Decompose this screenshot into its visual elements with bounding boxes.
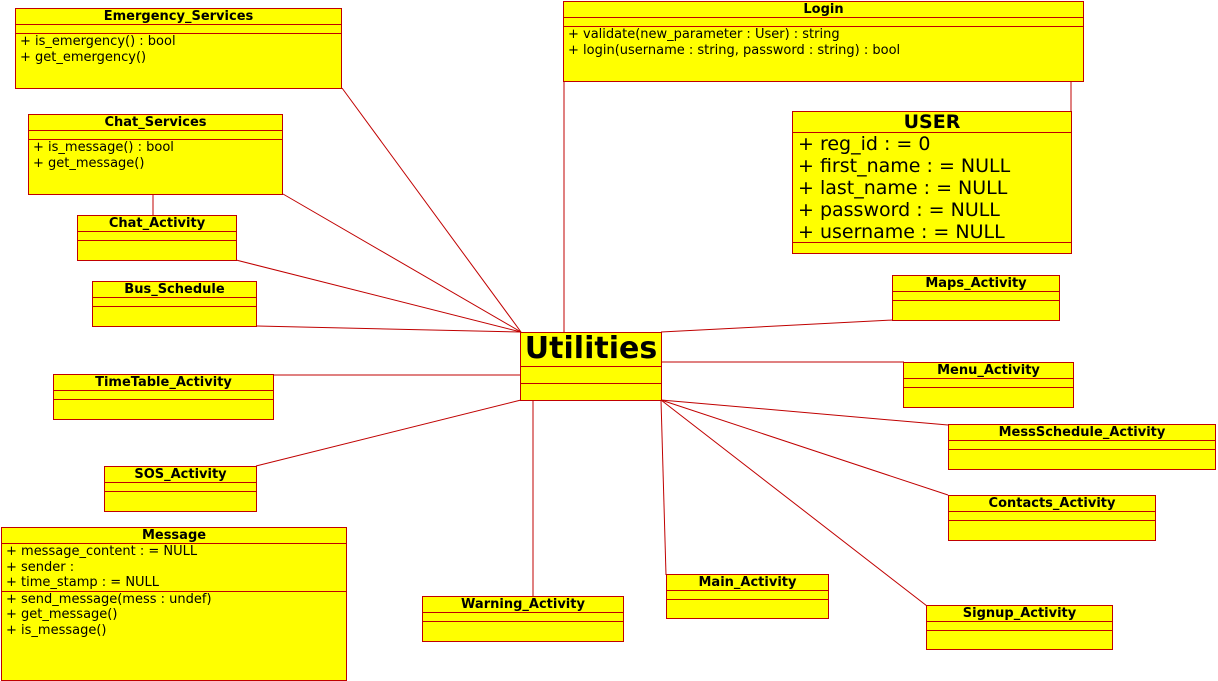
operation: + get_message() [33,155,145,171]
class-menu-activity: Menu_Activity [903,362,1074,408]
operation: + get_emergency() [20,49,147,65]
attributes-section [564,18,1083,27]
operation: + is_message() [6,622,107,638]
class-name: Utilities [521,333,661,367]
attributes-section [521,367,661,384]
attribute: + password : = NULL [798,199,1000,221]
class-utilities: Utilities [520,332,662,401]
operations-section: + validate(new_parameter : User) : strin… [564,27,1083,58]
attributes-section [29,131,282,140]
class-user: USER + reg_id : = 0 + first_name : = NUL… [792,111,1072,254]
attribute: + last_name : = NULL [798,177,1008,199]
assoc-utilities-bus-schedule [256,325,522,333]
class-name: Menu_Activity [904,363,1073,379]
class-name: Bus_Schedule [93,282,256,298]
class-name: Chat_Services [29,115,282,131]
operation: + login(username : string, password : st… [568,42,901,58]
attributes-section [16,25,341,34]
attribute: + username : = NULL [798,221,1005,243]
attribute: + reg_id : = 0 [798,133,931,155]
assoc-utilities-maps-activity [660,319,894,333]
class-login: Login + validate(new_parameter : User) :… [563,1,1084,82]
class-main-activity: Main_Activity [666,574,829,619]
class-name: Message [2,528,346,544]
class-emergency-services: Emergency_Services + is_emergency() : bo… [15,8,342,89]
attributes-section [78,232,236,241]
attributes-section [54,391,273,400]
class-name: Login [564,2,1083,18]
class-maps-activity: Maps_Activity [892,275,1060,321]
attribute: + first_name : = NULL [798,155,1011,177]
assoc-utilities-contacts-activity [660,399,949,496]
class-name: SOS_Activity [105,467,256,483]
attributes-section [667,591,828,600]
attribute: + sender : [6,559,75,575]
operations-section: + is_message() : bool + get_message() [29,140,282,171]
attributes-section [105,483,256,492]
attributes-section [949,441,1215,450]
assoc-utilities-emergency-services [341,87,522,333]
class-name: Main_Activity [667,575,828,591]
attributes-section [949,512,1155,521]
attributes-section [93,298,256,307]
attributes-section: + reg_id : = 0 + first_name : = NULL + l… [793,133,1071,243]
class-name: TimeTable_Activity [54,375,273,391]
class-name: Signup_Activity [927,606,1112,622]
class-chat-activity: Chat_Activity [77,215,237,261]
operations-section: + is_emergency() : bool + get_emergency(… [16,34,341,65]
class-name: Contacts_Activity [949,496,1155,512]
class-chat-services: Chat_Services + is_message() : bool + ge… [28,114,283,195]
class-signup-activity: Signup_Activity [926,605,1113,650]
attributes-section [423,613,623,622]
class-name: USER [793,112,1071,133]
attribute: + time_stamp : = NULL [6,575,160,590]
class-name: Warning_Activity [423,597,623,613]
class-sos-activity: SOS_Activity [104,466,257,512]
operation: + validate(new_parameter : User) : strin… [568,27,840,42]
attributes-section [927,622,1112,631]
operation: + is_emergency() : bool [20,34,176,49]
assoc-utilities-sos-activity [255,399,522,467]
attributes-section: + message_content : = NULL + sender : + … [2,544,346,592]
class-messschedule-activity: MessSchedule_Activity [948,424,1216,470]
assoc-utilities-signup-activity [660,399,928,607]
assoc-utilities-messschedule-activity [660,399,949,426]
class-name: MessSchedule_Activity [949,425,1215,441]
assoc-utilities-chat-services [282,193,522,333]
assoc-utilities-main-activity [660,399,667,576]
operation: + send_message(mess : undef) [6,591,212,607]
class-bus-schedule: Bus_Schedule [92,281,257,327]
class-contacts-activity: Contacts_Activity [948,495,1156,541]
class-message: Message + message_content : = NULL + sen… [1,527,347,681]
class-name: Maps_Activity [893,276,1059,292]
class-warning-activity: Warning_Activity [422,596,624,642]
class-name: Emergency_Services [16,9,341,25]
operation: + get_message() [6,607,118,622]
class-name: Chat_Activity [78,216,236,232]
attributes-section [893,292,1059,301]
attribute: + message_content : = NULL [6,544,198,559]
operations-section: + send_message(mess : undef) + get_messa… [2,592,346,639]
assoc-utilities-chat-activity [235,259,522,333]
attributes-section [904,379,1073,388]
operation: + is_message() : bool [33,140,174,155]
class-timetable-activity: TimeTable_Activity [53,374,274,420]
